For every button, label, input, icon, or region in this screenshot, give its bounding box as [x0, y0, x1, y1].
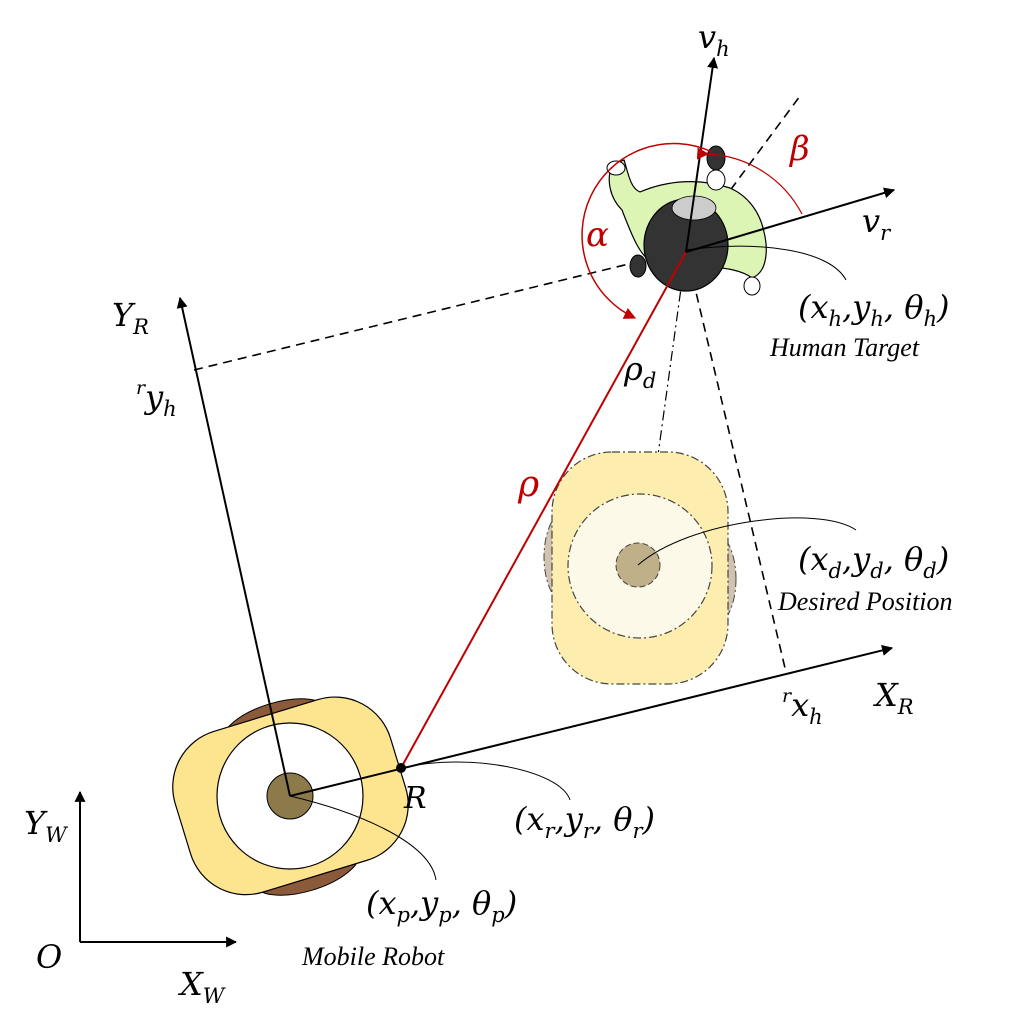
vr-arrow: [685, 187, 896, 253]
rho-d-label: ρd: [623, 350, 656, 393]
human-shoe-top: [706, 145, 726, 171]
robot-center-pose-label: (xp,yp, θp): [366, 884, 517, 927]
desired-leader: [637, 517, 857, 566]
human-hand-left: [606, 160, 626, 176]
human-shoe-left: [629, 254, 647, 278]
vh-label: vh: [698, 18, 730, 61]
vr-label: vr: [862, 202, 892, 245]
robot-x-label: XR: [872, 676, 914, 719]
human-hand-right: [743, 276, 761, 296]
ryh-projection-line: [193, 249, 687, 371]
rho-label: ρ: [517, 464, 539, 505]
leader-lines: [289, 245, 857, 881]
human-pose-label: (xh,yh, θh): [798, 288, 949, 331]
beta-arc: [696, 147, 803, 215]
human-velocities: vh vr: [685, 18, 896, 253]
robot-center-leader: [289, 795, 437, 881]
alpha-label: α: [586, 215, 609, 255]
human-caption: Human Target: [769, 333, 920, 362]
desired-robot: [543, 451, 737, 685]
robot-frame-pose-label: (xr,yr, θr): [514, 800, 655, 843]
desired-pose-label: (xd,yd, θd): [798, 540, 949, 583]
human-shoe-top-inner: [706, 169, 726, 191]
robot-y-axis: [176, 296, 291, 797]
world-frame: YW XW O: [24, 790, 238, 1008]
robot-x-axis: [289, 645, 894, 797]
origin-label: O: [36, 938, 62, 976]
human-target: [606, 145, 767, 296]
angles: α β: [581, 129, 810, 319]
robot-y-label: YR: [112, 296, 149, 339]
pose-labels: (xh,yh, θh) Human Target (xd,yd, θd) Des…: [301, 288, 953, 971]
rxh-label: rxh: [782, 685, 823, 729]
beta-label: β: [788, 129, 810, 169]
human-leader: [685, 245, 847, 281]
r-point-label: R: [403, 781, 427, 816]
ryh-label: ryh: [136, 377, 177, 421]
robot-frame: YR XR ryh rxh: [112, 296, 914, 797]
robot-caption: Mobile Robot: [301, 942, 445, 971]
alpha-arc: [581, 142, 713, 319]
desired-caption: Desired Position: [777, 587, 953, 616]
world-x-label: XW: [177, 965, 227, 1008]
rho-line: [400, 251, 687, 769]
world-y-label: YW: [24, 804, 69, 847]
r-leader: [400, 761, 571, 801]
distance-rho: ρ ρd: [400, 251, 687, 769]
rxh-projection-line: [685, 249, 786, 669]
